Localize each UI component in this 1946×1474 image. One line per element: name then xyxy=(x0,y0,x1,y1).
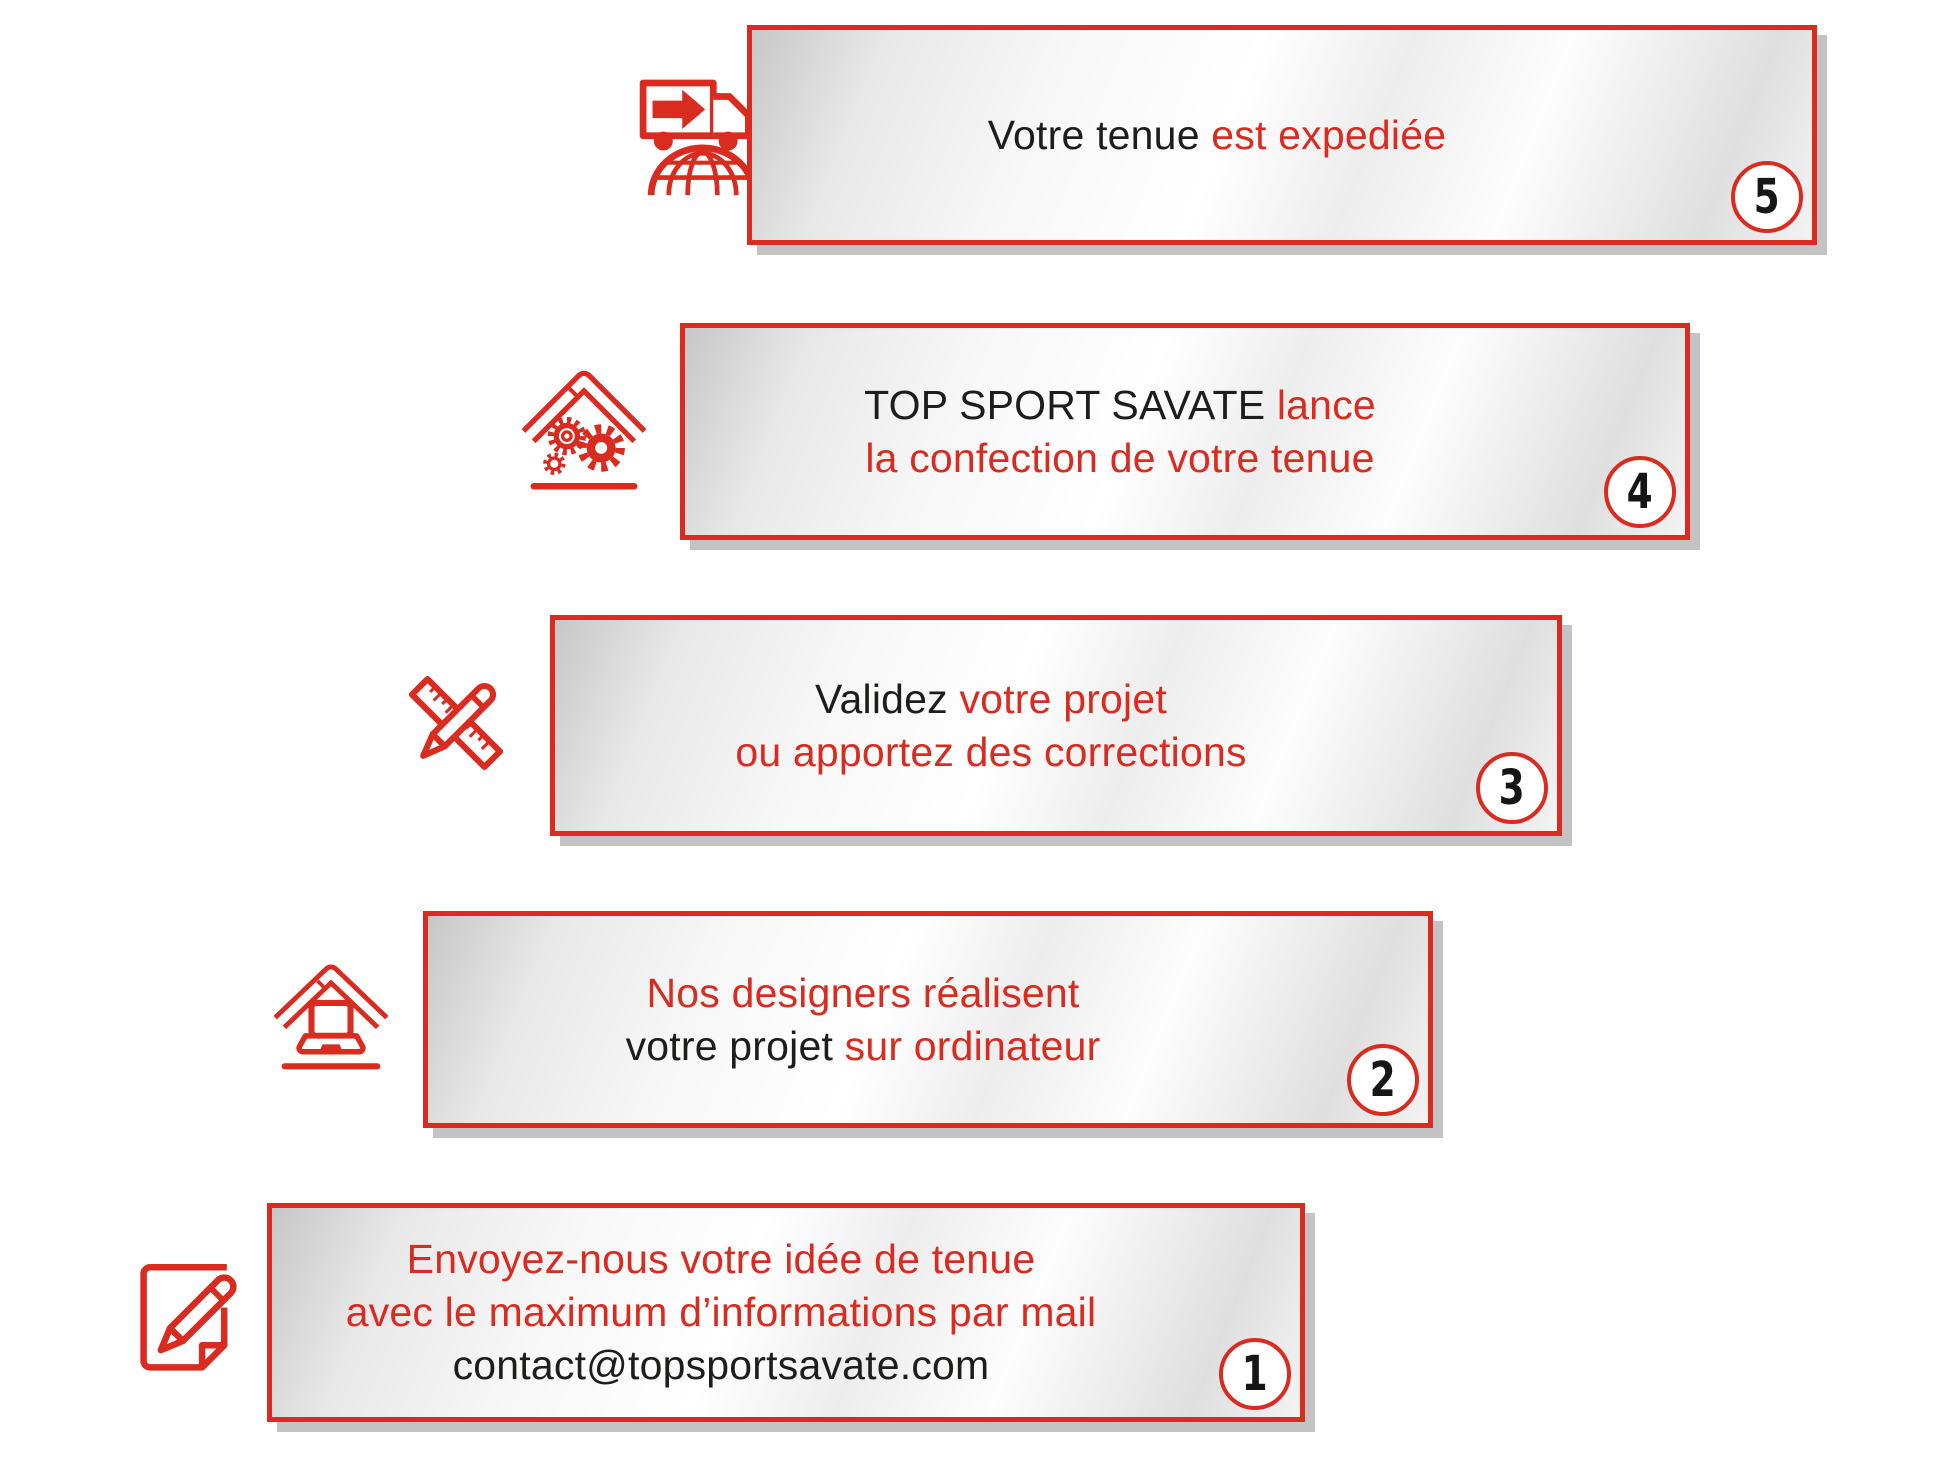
step-text-segment: Votre tenue xyxy=(987,111,1212,158)
step-1-line-3: contact@topsportsavate.com xyxy=(302,1339,1140,1392)
step-number: 1 xyxy=(1241,1346,1269,1402)
step-2-text: Nos designers réalisent votre projet sur… xyxy=(428,967,1428,1073)
step-1-line-1: Envoyez-nous votre idée de tenue xyxy=(302,1233,1140,1286)
step-3-text: Validez votre projet ou apportez des cor… xyxy=(555,673,1557,779)
step-5-line-1: Votre tenue est expediée xyxy=(782,109,1652,162)
step-text-segment: votre projet xyxy=(625,1022,845,1069)
step-text-segment: la confection de votre tenue xyxy=(865,434,1375,481)
step-5-box: Votre tenue est expediée 5 xyxy=(747,25,1817,245)
step-2-box: Nos designers réalisent votre projet sur… xyxy=(423,911,1433,1128)
roof-laptop-icon xyxy=(270,950,392,1090)
step-1-box: Envoyez-nous votre idée de tenue avec le… xyxy=(267,1203,1305,1422)
step-text-segment: est expediée xyxy=(1211,111,1447,158)
step-3-line-1: Validez votre projet xyxy=(585,673,1397,726)
step-text-segment: votre projet xyxy=(959,675,1167,722)
step-text-segment: Nos designers réalisent xyxy=(646,969,1080,1016)
step-4-number-badge: 4 xyxy=(1604,456,1676,528)
step-1-number-badge: 1 xyxy=(1219,1338,1291,1410)
step-5-number-badge: 5 xyxy=(1731,161,1803,233)
step-2-line-2: votre projet sur ordinateur xyxy=(458,1020,1268,1073)
step-3-number-badge: 3 xyxy=(1476,752,1548,824)
step-1-line-2: avec le maximum d’informations par mail xyxy=(302,1286,1140,1339)
step-text-segment: sur ordinateur xyxy=(844,1022,1101,1069)
step-2-line-1: Nos designers réalisent xyxy=(458,967,1268,1020)
step-2-number-badge: 2 xyxy=(1347,1044,1419,1116)
step-text-segment: Validez xyxy=(815,675,960,722)
step-5-text: Votre tenue est expediée xyxy=(752,109,1812,162)
step-4-line-1: TOP SPORT SAVATE lance xyxy=(715,379,1525,432)
step-text-segment: Envoyez-nous votre idée de tenue xyxy=(406,1236,1036,1282)
step-number: 4 xyxy=(1626,464,1654,520)
step-number: 3 xyxy=(1498,760,1526,816)
step-number: 5 xyxy=(1753,169,1781,225)
step-text-segment: ou apportez des corrections xyxy=(735,728,1247,775)
step-3-box: Validez votre projet ou apportez des cor… xyxy=(550,615,1562,836)
email-address: contact@topsportsavate.com xyxy=(452,1342,990,1388)
ruler-pencil-icon xyxy=(395,658,517,788)
step-4-line-2: la confection de votre tenue xyxy=(715,432,1525,485)
step-text-segment: avec le maximum d’informations par mail xyxy=(345,1289,1097,1335)
step-4-box: TOP SPORT SAVATE lance la confection de … xyxy=(680,323,1690,540)
step-3-line-2: ou apportez des corrections xyxy=(585,726,1397,779)
truck-globe-icon xyxy=(635,58,770,208)
step-text-segment: lance xyxy=(1276,381,1376,428)
note-pencil-icon xyxy=(128,1248,258,1388)
step-4-text: TOP SPORT SAVATE lance la confection de … xyxy=(685,379,1685,485)
step-number: 2 xyxy=(1369,1052,1397,1108)
step-text-segment: TOP SPORT SAVATE xyxy=(864,381,1277,428)
step-1-text: Envoyez-nous votre idée de tenue avec le… xyxy=(272,1233,1300,1392)
roof-gears-icon xyxy=(518,362,650,497)
